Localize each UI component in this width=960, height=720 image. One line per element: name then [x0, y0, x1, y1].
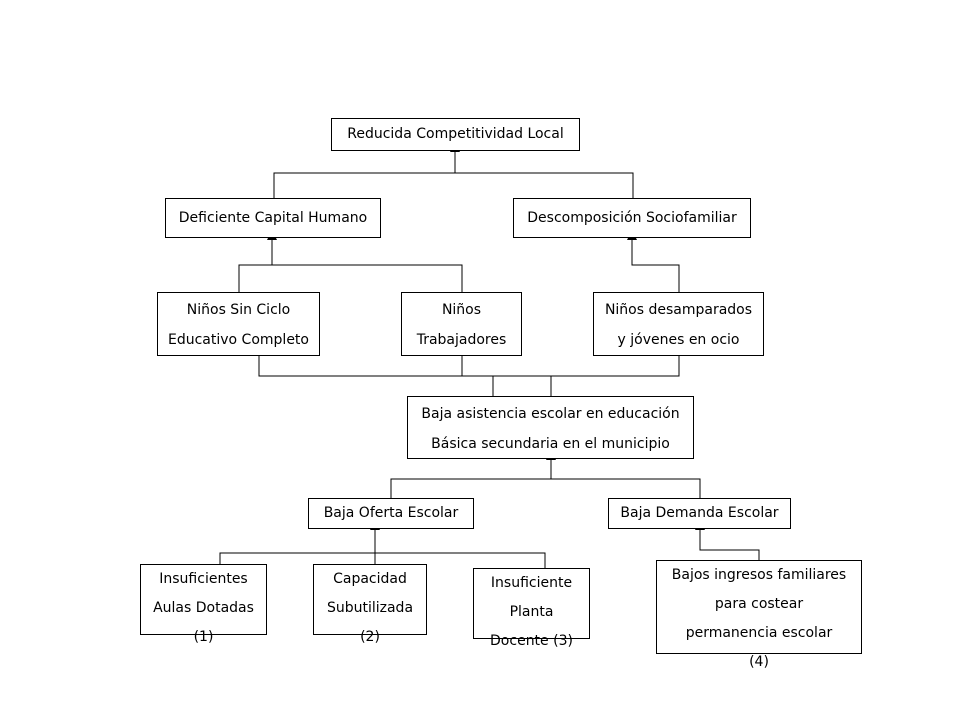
connector-n8-n9-to-n7: [390, 478, 701, 498]
node-label-line: Descomposición Sociofamiliar: [527, 210, 737, 226]
connector-n4-n5-to-n2: [238, 264, 463, 292]
node-descomposicion-sociofamiliar: Descomposición Sociofamiliar: [513, 198, 751, 238]
connector-n7-to-row: [258, 357, 680, 377]
node-label-line: Reducida Competitividad Local: [347, 126, 564, 142]
node-label-line: Básica secundaria en el municipio: [431, 436, 670, 452]
node-deficiente-capital-humano: Deficiente Capital Humano: [165, 198, 381, 238]
node-label-line: Deficiente Capital Humano: [178, 210, 368, 226]
node-label-line: Bajos ingresos familiares: [671, 567, 847, 583]
connector-bottom-to-n8: [219, 552, 546, 570]
node-reducida-competitividad: Reducida Competitividad Local: [331, 118, 580, 151]
node-label-line: Niños: [441, 302, 482, 318]
node-label-line: Niños Sin Ciclo: [186, 302, 291, 318]
node-label-line: Capacidad: [333, 571, 407, 587]
node-label-line: Insuficiente: [490, 575, 573, 591]
node-bajos-ingresos-familiares: Bajos ingresos familiares para costear per…: [656, 560, 862, 670]
node-label-line: Insuficientes: [159, 571, 248, 587]
node-label-line: permanencia escolar: [685, 625, 833, 641]
node-baja-oferta-escolar: Baja Oferta Escolar: [308, 498, 474, 529]
node-label-line: (4): [749, 654, 769, 670]
node-label-line: Docente (3): [490, 633, 573, 649]
node-label-line: Baja Demanda Escolar: [620, 505, 779, 521]
node-baja-demanda-escolar: Baja Demanda Escolar: [608, 498, 791, 529]
node-label-line: para costear: [714, 596, 804, 612]
node-label-line: Trabajadores: [416, 332, 507, 348]
node-label-line: Niños desamparados: [604, 302, 753, 318]
node-label-line: y jóvenes en ocio: [617, 332, 740, 348]
connector-n2-to-n1: [273, 172, 634, 198]
node-label-line: (1): [193, 629, 214, 645]
connector-n6-to-n3: [627, 230, 680, 292]
node-label-line: Baja asistencia escolar en educación: [421, 406, 680, 422]
node-label-line: Aulas Dotadas: [153, 600, 254, 616]
node-ninos-desamparados: Niños desamparados y jóvenes en ocio: [593, 292, 764, 356]
node-label-line: Planta: [509, 604, 554, 620]
node-label-line: (2): [360, 629, 380, 645]
node-label-line: Subutilizada: [326, 600, 414, 616]
node-label-line: Educativo Completo: [168, 332, 309, 348]
node-label-line: Baja Oferta Escolar: [323, 505, 459, 521]
